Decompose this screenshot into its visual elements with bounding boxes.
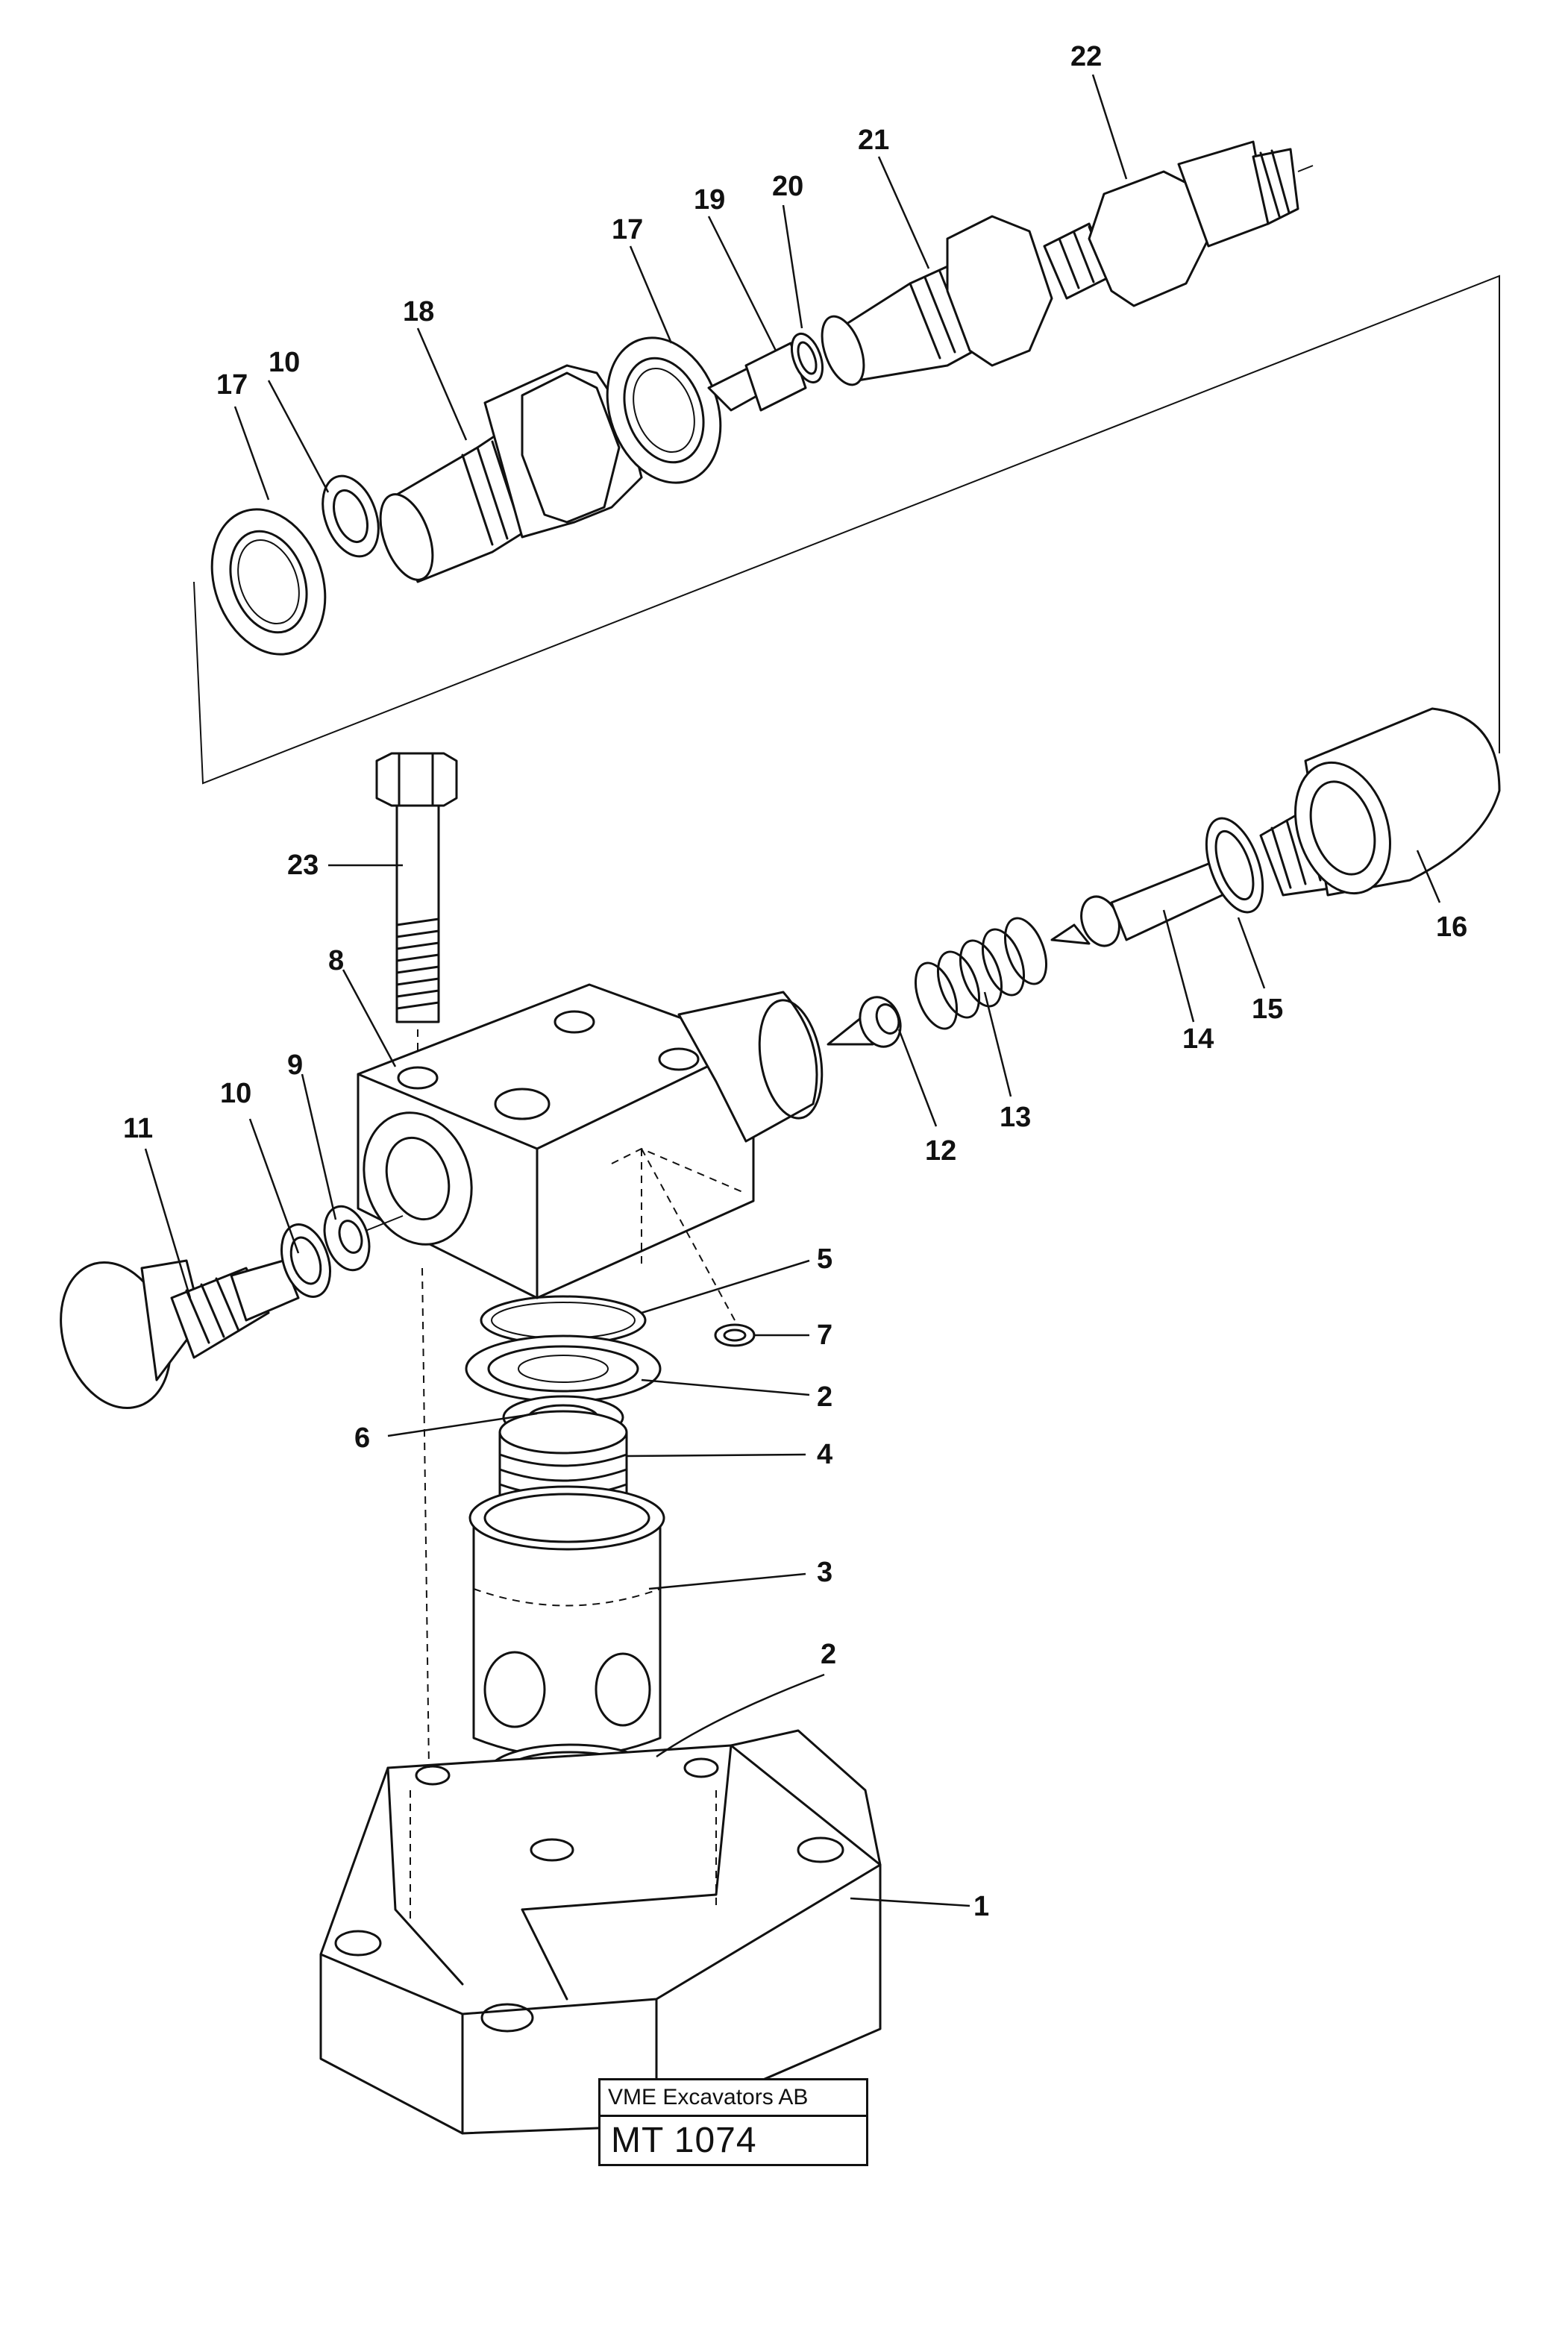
part-21-body: [821, 215, 1053, 386]
part-1-base-housing: [319, 1729, 882, 2135]
part-8-valve-block: [357, 983, 824, 1299]
callout-17-middle: 17: [612, 214, 643, 245]
callout-10-upper: 10: [269, 347, 300, 378]
callout-9: 9: [287, 1050, 303, 1081]
title-block: VME Excavators AB MT 1074: [598, 2078, 868, 2166]
assembly-group-outline: [193, 275, 1500, 785]
callout-7: 7: [817, 1320, 832, 1351]
callout-2-lower: 2: [821, 1639, 836, 1670]
callout-18: 18: [403, 296, 434, 327]
part-12-poppet: [827, 996, 902, 1048]
callout-5: 5: [817, 1243, 832, 1275]
callout-2-upper: 2: [817, 1381, 832, 1413]
callout-13: 13: [1000, 1102, 1031, 1133]
part-18-adapter: [379, 364, 643, 583]
part-17-locknut-left: [210, 508, 327, 656]
part-14-pilot-needle: [1050, 853, 1246, 947]
callout-10-lower: 10: [220, 1078, 251, 1109]
part-3-sleeve: [468, 1485, 665, 1758]
part-9-orifice: [323, 1205, 404, 1272]
callout-6: 6: [354, 1422, 370, 1454]
part-19-spool: [707, 342, 807, 412]
callout-20: 20: [772, 171, 803, 202]
part-7-o-ring-small: [714, 1323, 756, 1347]
callout-12: 12: [925, 1135, 956, 1167]
callout-1: 1: [973, 1891, 989, 1922]
part-16-cap: [1259, 707, 1501, 897]
callout-4: 4: [817, 1439, 832, 1470]
callout-19: 19: [694, 184, 725, 216]
part-22-fitting: [1088, 140, 1314, 307]
callout-17-left: 17: [216, 369, 248, 401]
part-23-bolt: [375, 752, 458, 1023]
part-2-backup-ring-upper: [465, 1334, 662, 1403]
callout-8: 8: [328, 945, 344, 976]
part-13-spring: [915, 917, 1047, 1030]
part-10-seal-washer-upper: [322, 474, 380, 558]
part-11-plug: [60, 1259, 300, 1410]
callout-14: 14: [1182, 1023, 1214, 1055]
callout-23: 23: [287, 850, 319, 881]
callout-16: 16: [1436, 912, 1467, 943]
drawing-number: MT 1074: [611, 2121, 757, 2160]
callout-3: 3: [817, 1557, 832, 1588]
part-15-o-ring: [1205, 817, 1264, 914]
company-name: VME Excavators AB: [600, 2080, 866, 2117]
callout-21: 21: [858, 125, 889, 156]
callout-22: 22: [1070, 41, 1102, 72]
callout-leaders: [144, 74, 1441, 1907]
callout-15: 15: [1252, 994, 1283, 1025]
callout-11: 11: [123, 1113, 153, 1144]
part-20-o-ring: [790, 332, 824, 384]
